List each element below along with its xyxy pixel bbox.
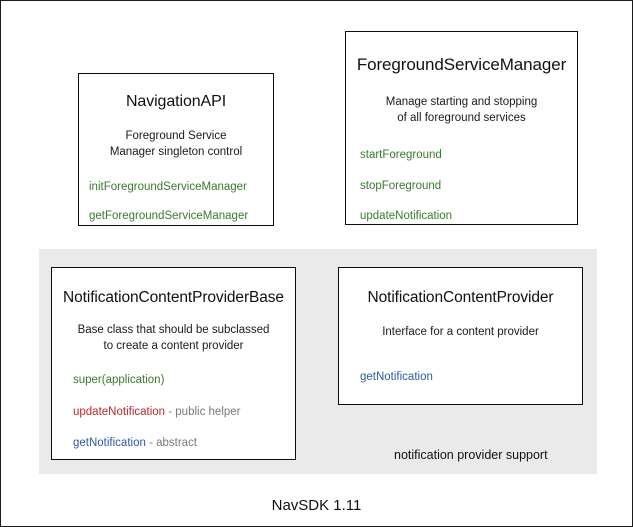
class-title-notification-content-provider: NotificationContentProvider xyxy=(367,289,554,306)
description-line: Manager singleton control xyxy=(109,145,243,158)
method-name: updateNotification xyxy=(360,210,453,223)
class-description-foreground-service-manager: Manage starting and stopping of all fore… xyxy=(346,95,577,126)
description-line: to create a content provider xyxy=(103,339,244,352)
description-line: Foreground Service xyxy=(125,130,227,142)
class-description-navigation-api: Foreground Service Manager singleton con… xyxy=(79,129,273,160)
method-item[interactable]: getForegroundServiceManager xyxy=(89,209,273,223)
class-title-foreground-service-manager: ForegroundServiceManager xyxy=(356,55,567,74)
class-box-notification-content-provider[interactable]: NotificationContentProvider Interface fo… xyxy=(338,267,583,405)
method-list-notification-content-provider: getNotification xyxy=(339,370,582,384)
description-line: Manage starting and stopping xyxy=(385,96,538,108)
class-box-navigation-api[interactable]: NavigationAPI Foreground Service Manager… xyxy=(78,73,274,226)
method-list-foreground-service-manager: startForeground stopForeground updateNot… xyxy=(346,149,577,223)
method-name: getNotification xyxy=(73,437,146,450)
method-item[interactable]: stopForeground xyxy=(360,179,577,193)
group-panel-label: notification provider support xyxy=(394,448,548,462)
method-list-navigation-api: initForegroundServiceManager getForegrou… xyxy=(79,181,273,223)
method-name: super(application) xyxy=(73,374,165,387)
method-item[interactable]: super(application) xyxy=(73,374,295,387)
method-item[interactable]: updateNotification xyxy=(360,210,577,223)
class-title-navigation-api: NavigationAPI xyxy=(125,93,227,110)
method-item[interactable]: getNotification - abstract xyxy=(73,437,295,450)
description-line: Interface for a content provider xyxy=(382,326,539,338)
method-name: getForegroundServiceManager xyxy=(89,209,249,222)
method-item[interactable]: startForeground xyxy=(360,149,577,162)
method-name: initForegroundServiceManager xyxy=(89,181,247,194)
method-item[interactable]: initForegroundServiceManager xyxy=(89,181,273,194)
method-name: stopForeground xyxy=(360,179,442,192)
description-line: of all foreground services xyxy=(397,111,526,124)
class-description-notification-content-provider: Interface for a content provider xyxy=(339,325,582,341)
method-name: updateNotification xyxy=(73,405,166,418)
diagram-footer-title: NavSDK 1.11 xyxy=(271,497,362,514)
class-description-notification-content-provider-base: Base class that should be subclassed to … xyxy=(52,323,295,354)
class-title-notification-content-provider-base: NotificationContentProviderBase xyxy=(63,289,284,306)
method-item[interactable]: updateNotification - public helper xyxy=(73,405,295,419)
method-note: - public helper xyxy=(165,405,241,418)
method-name: startForeground xyxy=(360,149,442,162)
description-line: Base class that should be subclassed xyxy=(77,324,270,336)
method-item[interactable]: getNotification xyxy=(360,370,582,384)
method-list-notification-content-provider-base: super(application) updateNotification - … xyxy=(52,374,295,450)
class-box-notification-content-provider-base[interactable]: NotificationContentProviderBase Base cla… xyxy=(51,267,296,460)
class-box-foreground-service-manager[interactable]: ForegroundServiceManager Manage starting… xyxy=(345,31,578,225)
method-name: getNotification xyxy=(360,370,433,383)
method-note: - abstract xyxy=(145,437,198,450)
